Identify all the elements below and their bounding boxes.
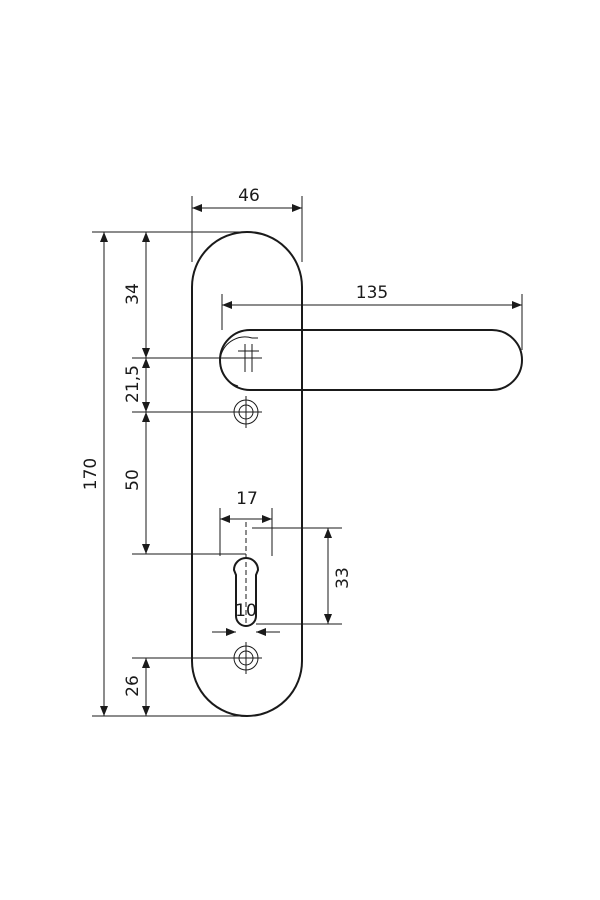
cylinder-cutout (232, 522, 260, 627)
dimension-label-total-height: 170 (81, 458, 101, 490)
dimension-top-to-lever-axis: 34 (123, 232, 150, 358)
dimension-label-lever-length: 135 (356, 283, 388, 303)
dimension-top-screw-to-cylinder: 50 (123, 412, 150, 554)
dimension-total-height: 170 (81, 232, 108, 716)
extension-lines (92, 196, 523, 717)
dimension-plate-width: 46 (192, 186, 302, 212)
dimension-cylinder-top-width: 17 (220, 489, 272, 523)
dimension-label-plate-width: 46 (238, 186, 260, 206)
dimension-cylinder-height: 33 (324, 528, 353, 624)
lever-handle (219, 329, 523, 391)
dimension-label-top-to-lever-axis: 34 (123, 283, 143, 305)
dimension-label-cylinder-top-width: 17 (236, 489, 258, 509)
dimension-label-cylinder-bottom-width: 10 (235, 601, 257, 621)
dimension-lever-length: 135 (222, 283, 522, 309)
dimension-label-bottom-screw-to-bottom: 26 (123, 675, 143, 697)
dimension-bottom-screw-to-bottom: 26 (123, 658, 150, 716)
dimension-label-cylinder-height: 33 (333, 567, 353, 589)
dimension-label-top-screw-to-cylinder: 50 (123, 469, 143, 491)
dimension-label-lever-axis-to-top-screw: 21,5 (123, 365, 143, 403)
dimension-lever-axis-to-top-screw: 21,5 (123, 358, 150, 412)
dimension-cylinder-bottom-width: 10 (212, 601, 280, 636)
